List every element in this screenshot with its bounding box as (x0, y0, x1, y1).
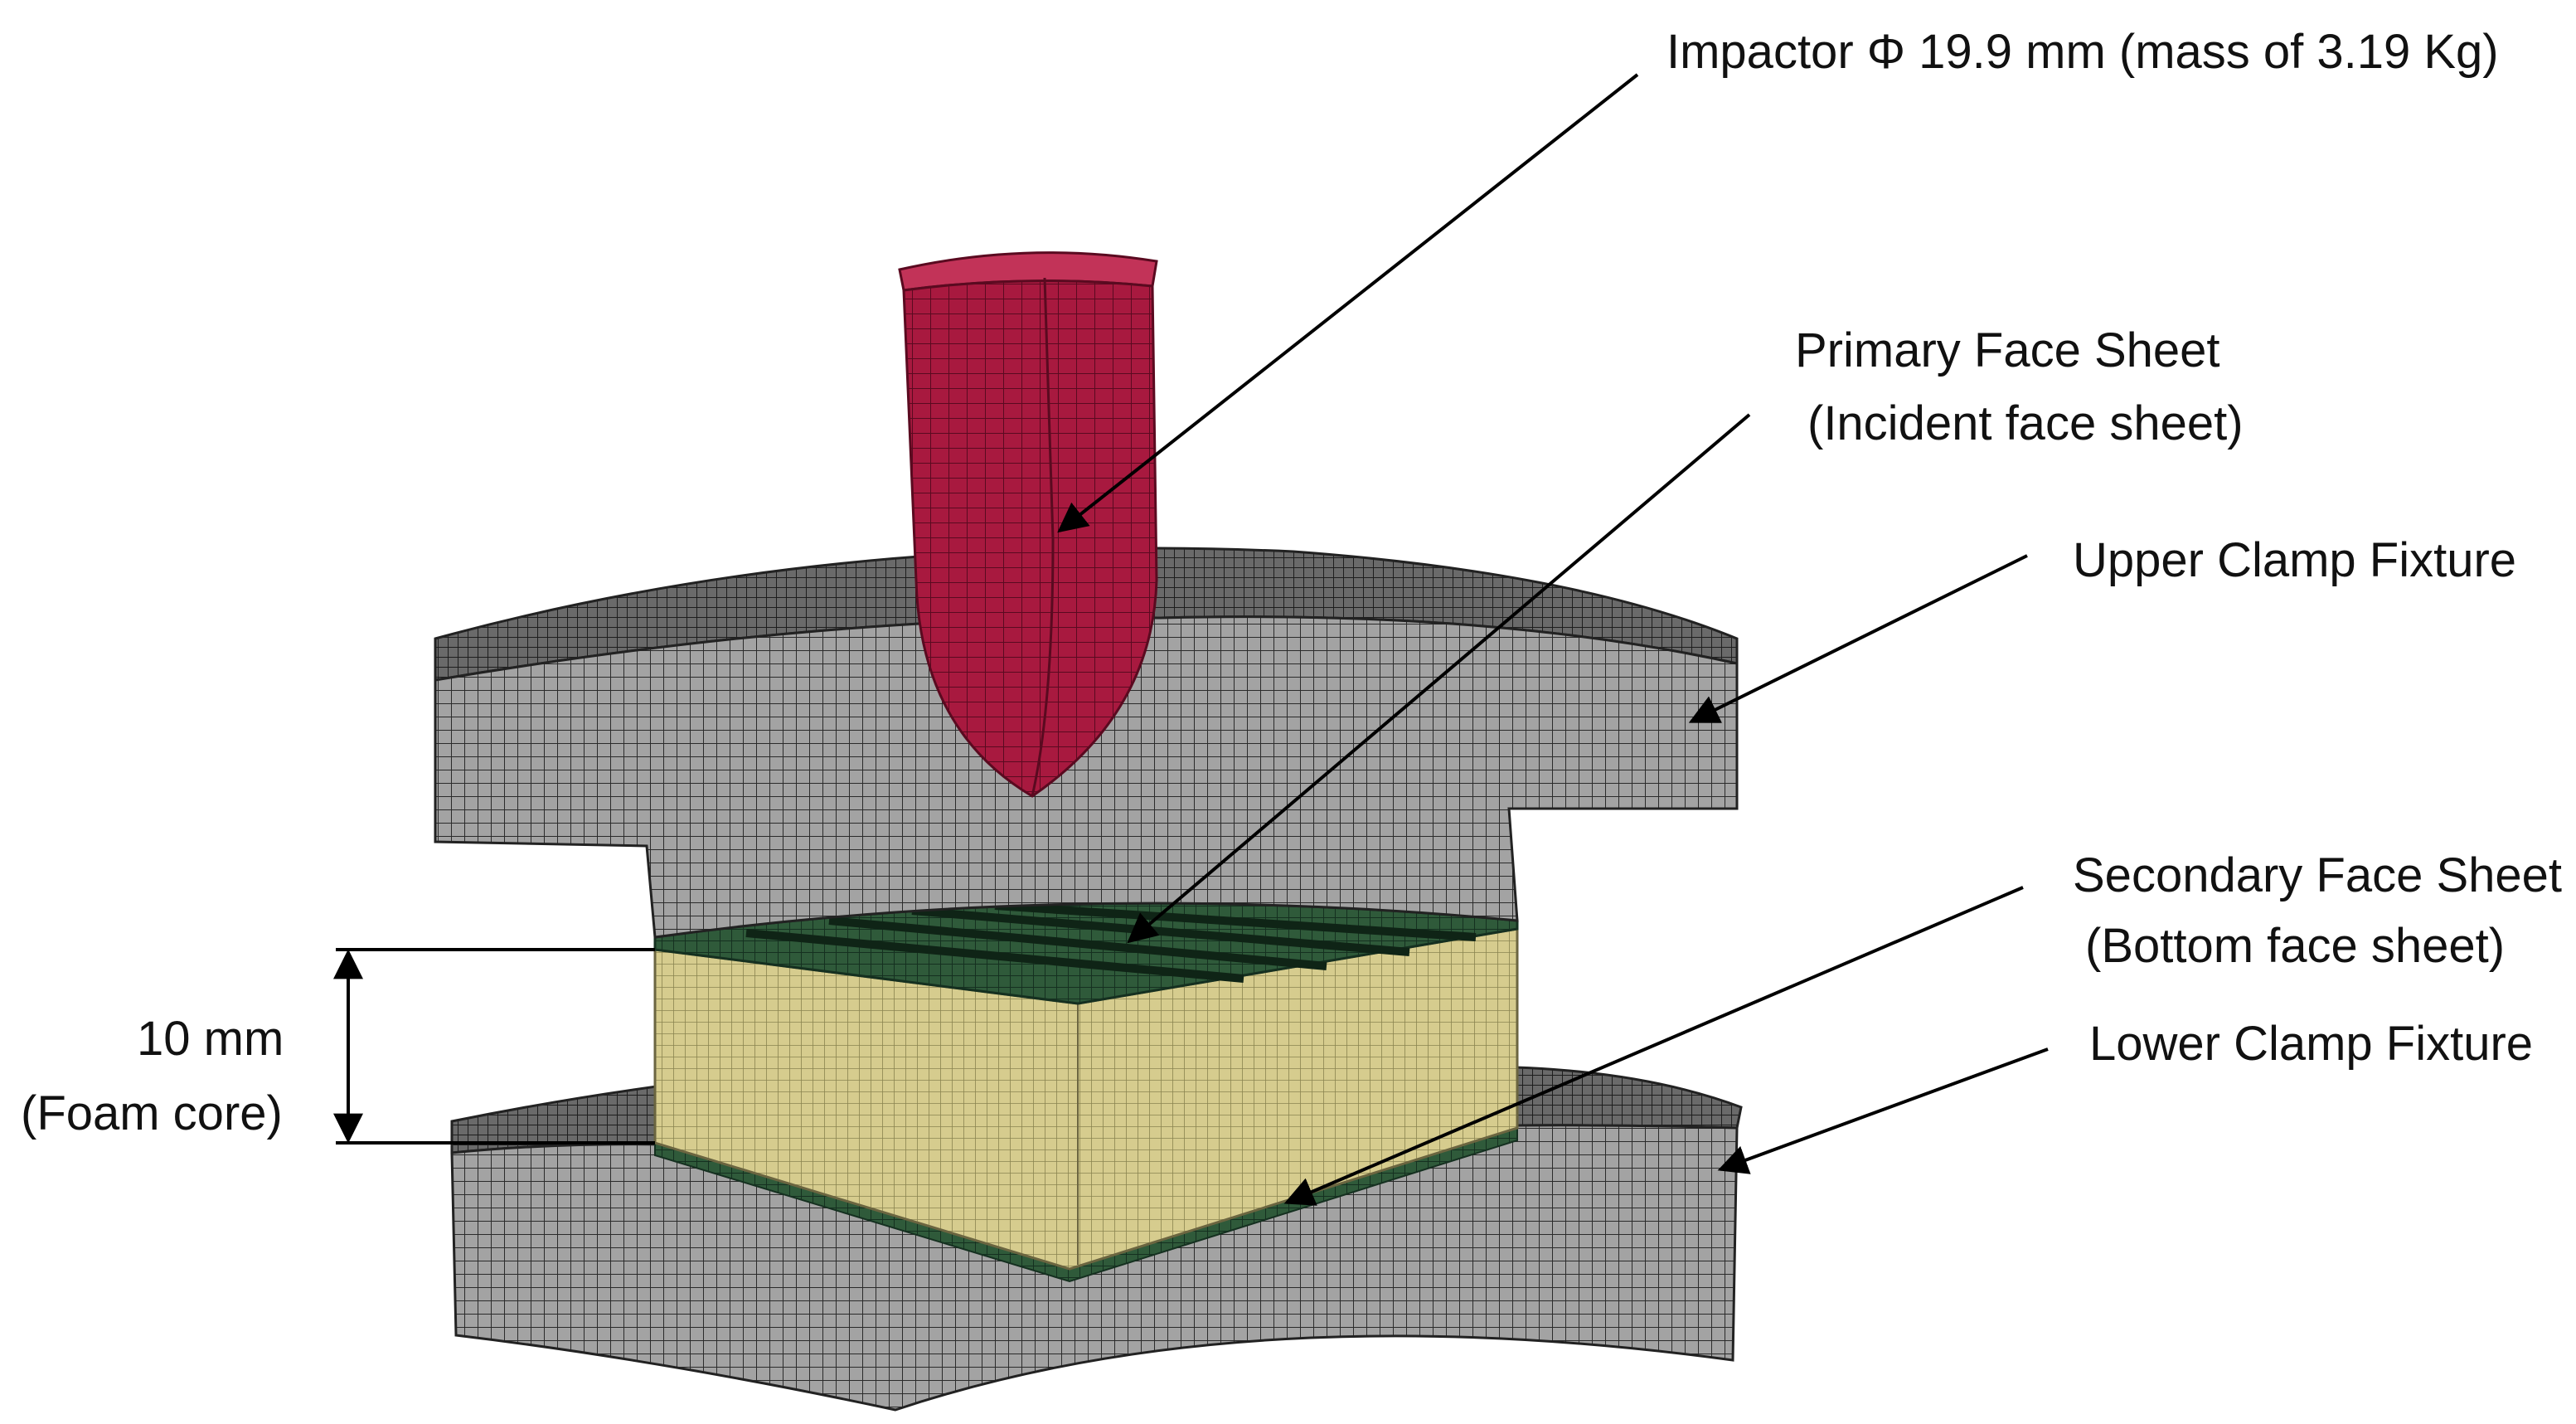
impactor (898, 251, 1158, 798)
upper-clamp-side-face (434, 615, 1739, 939)
label-impactor: Impactor Φ 19.9 mm (mass of 3.19 Kg) (1666, 25, 2499, 79)
leader-impactor (1057, 73, 1639, 533)
leader-primary-face-sheet (1127, 413, 1751, 944)
leader-upper-clamp (1688, 554, 2028, 723)
leader-lines (1057, 73, 2049, 1206)
primary-face-sheet-stripes (745, 902, 1477, 983)
label-dimension-note: (Foam core) (21, 1086, 283, 1140)
label-lower-clamp: Lower Clamp Fixture (2089, 1017, 2533, 1071)
label-dimension-value: 10 mm (137, 1012, 284, 1066)
label-secondary-face-sheet: Secondary Face Sheet (2073, 848, 2562, 902)
label-primary-face-sheet: Primary Face Sheet (1795, 323, 2220, 377)
label-upper-clamp: Upper Clamp Fixture (2073, 533, 2516, 587)
label-primary-face-sheet-note: (Incident face sheet) (1807, 396, 2244, 450)
impactor-edge (1031, 277, 1055, 797)
leader-secondary-face-sheet (1283, 886, 2024, 1206)
impactor-body (902, 279, 1158, 798)
leader-lower-clamp (1717, 1047, 2049, 1174)
dimension-foam-core (333, 948, 655, 1145)
label-secondary-face-sheet-note: (Bottom face sheet) (2085, 919, 2505, 973)
